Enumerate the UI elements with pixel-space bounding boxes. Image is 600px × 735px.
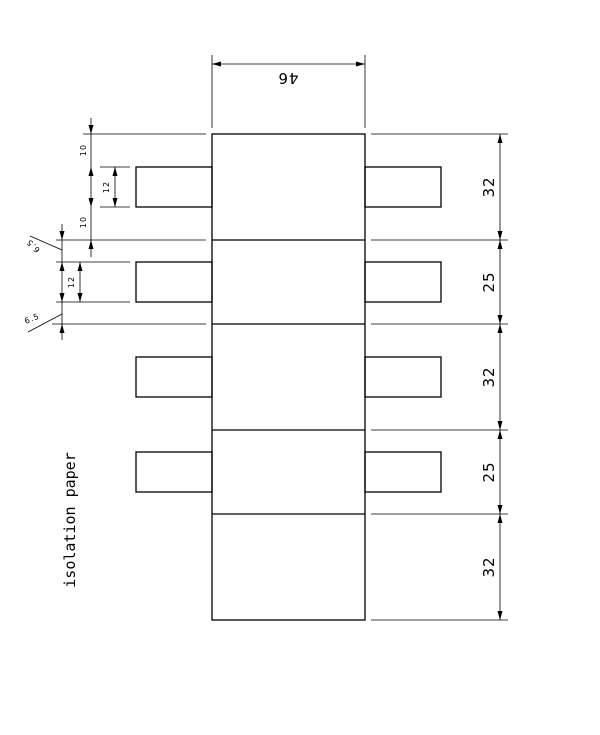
main-strip	[211, 133, 366, 621]
tab-left-1	[135, 166, 213, 208]
width-dimension: 46	[211, 55, 366, 128]
section-4-dimension: 25	[480, 461, 498, 482]
width-dimension-label: 46	[277, 69, 298, 87]
tab-right-4	[364, 451, 442, 493]
tab-left-4	[135, 451, 213, 493]
section-dimensions: 32 25 32 25 32	[371, 133, 508, 621]
tab-height-label: 12	[102, 181, 111, 193]
section-1-dimension: 32	[480, 176, 498, 197]
tab-right-1	[364, 166, 442, 208]
drawing-title: isolation paper	[61, 452, 79, 587]
section-2-dimension: 25	[480, 271, 498, 292]
section-3-dimension: 32	[480, 366, 498, 387]
tab-right-2	[364, 261, 442, 303]
tab-left-2	[135, 261, 213, 303]
section-5-dimension: 32	[480, 556, 498, 577]
tab-offset-bottom-label: 10	[79, 216, 88, 228]
strip-outline	[211, 133, 366, 621]
gap-b-label: 6.5	[23, 312, 41, 326]
tab-height-2-label: 12	[67, 276, 76, 288]
gap-a-label: 6.5	[24, 237, 41, 254]
tab-dimensions-lower: 6.5 12 6.5	[23, 224, 206, 340]
tab-right-3	[364, 356, 442, 398]
tab-dimensions-upper: 10 12 10	[79, 118, 206, 257]
tab-left-3	[135, 356, 213, 398]
tabs	[135, 166, 442, 493]
tab-offset-top-label: 10	[79, 144, 88, 156]
